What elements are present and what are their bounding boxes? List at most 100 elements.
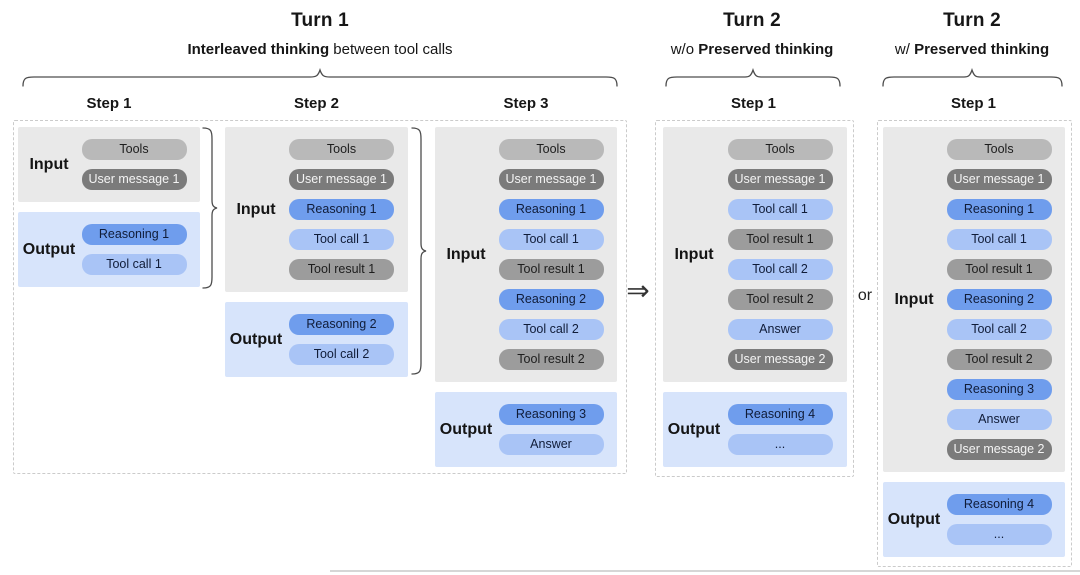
message-pill: Tools: [727, 139, 833, 160]
message-pill: User message 2: [727, 349, 833, 370]
message-pill: Reasoning 1: [289, 199, 394, 220]
turn1-step2-vertical-brace-icon: [411, 127, 427, 375]
message-pill: Tool call 2: [946, 319, 1052, 340]
turn2-with-title: Turn 2: [943, 10, 1001, 31]
turn2-without-title: Turn 2: [723, 10, 781, 31]
message-pill: Tools: [946, 139, 1052, 160]
message-pill: Reasoning 2: [289, 314, 394, 335]
turn1-horizontal-brace-icon: [22, 68, 618, 87]
message-pill: User message 1: [946, 169, 1052, 190]
turn2-without-subtitle-pre: w/o: [670, 41, 699, 58]
message-pill: Tool result 2: [727, 289, 833, 310]
input-label: Input: [446, 245, 486, 263]
turn1-subtitle-bold: Interleaved thinking: [187, 41, 330, 58]
turn1-step1-output-items: Reasoning 1 Tool call 1: [80, 224, 200, 275]
message-pill: Tool result 1: [289, 259, 394, 280]
message-pill: Tool call 1: [81, 254, 187, 275]
message-pill: Reasoning 4: [946, 494, 1052, 515]
turn2-without-subtitle-bold: Preserved thinking: [698, 41, 834, 58]
message-pill: Tools: [289, 139, 394, 160]
message-pill: Tools: [81, 139, 187, 160]
message-pill: Tool call 2: [727, 259, 833, 280]
implies-arrow-icon: ⇒: [626, 275, 650, 306]
message-pill: Reasoning 2: [946, 289, 1052, 310]
turn2-without-subtitle: w/o Preserved thinking: [652, 41, 852, 58]
message-pill: Answer: [946, 409, 1052, 430]
message-pill: Tool call 2: [498, 319, 604, 340]
message-pill: User message 2: [946, 439, 1052, 460]
turn2-without-header: Turn 2 w/o Preserved thinking: [652, 10, 852, 58]
message-pill: User message 1: [81, 169, 187, 190]
turn2-with-step1-output-box: Output Reasoning 4...: [883, 482, 1065, 557]
message-pill: User message 1: [289, 169, 394, 190]
output-label: Output: [22, 240, 76, 258]
message-pill: Tool result 1: [498, 259, 604, 280]
message-pill: Tool call 1: [289, 229, 394, 250]
message-pill: Tools: [498, 139, 604, 160]
turn1-step2-output-items: Reasoning 2 Tool call 2: [287, 314, 408, 365]
message-pill: ...: [946, 524, 1052, 545]
turn2-with-subtitle-bold: Preserved thinking: [914, 41, 1050, 58]
input-label: Input: [674, 245, 714, 263]
message-pill: Answer: [727, 319, 833, 340]
turn1-step2-label: Step 2: [293, 95, 339, 112]
turn1-step1-vertical-brace-icon: [202, 127, 218, 289]
message-pill: Reasoning 1: [81, 224, 187, 245]
output-label: Output: [887, 510, 941, 528]
turn2-without-step1-output-items: Reasoning 4...: [725, 404, 847, 455]
turn2-without-step1-label: Step 1: [730, 95, 776, 112]
input-label: Input: [29, 155, 69, 173]
turn2-without-step1-output-box: Output Reasoning 4...: [663, 392, 847, 467]
message-pill: Reasoning 3: [946, 379, 1052, 400]
turn1-header: Turn 1 Interleaved thinking between tool…: [20, 10, 620, 58]
turn1-step3-label: Step 3: [503, 95, 549, 112]
turn1-title: Turn 1: [291, 10, 349, 31]
message-pill: Tool result 2: [946, 349, 1052, 370]
message-pill: Tool result 1: [946, 259, 1052, 280]
message-pill: Reasoning 2: [498, 289, 604, 310]
turn1-subtitle-post: between tool calls: [329, 41, 453, 58]
message-pill: Reasoning 1: [498, 199, 604, 220]
input-label: Input: [236, 200, 276, 218]
message-pill: Reasoning 3: [498, 404, 604, 425]
message-pill: Reasoning 1: [946, 199, 1052, 220]
output-label: Output: [229, 330, 283, 348]
turn2-with-header: Turn 2 w/ Preserved thinking: [872, 10, 1072, 58]
message-pill: Tool call 1: [946, 229, 1052, 250]
message-pill: Answer: [498, 434, 604, 455]
bottom-edge-line: [330, 570, 1080, 572]
turn1-step3-output-items: Reasoning 3 Answer: [497, 404, 617, 455]
message-pill: Tool call 2: [289, 344, 394, 365]
turn1-step1-label: Step 1: [86, 95, 132, 112]
turn1-step1-output-box: Output Reasoning 1 Tool call 1: [18, 212, 200, 287]
turn1-step2-output-box: Output Reasoning 2 Tool call 2: [225, 302, 408, 377]
turn2-with-horizontal-brace-icon: [882, 68, 1063, 87]
or-text: or: [857, 287, 873, 304]
turn2-with-step1-output-items: Reasoning 4...: [945, 494, 1065, 545]
message-pill: User message 1: [727, 169, 833, 190]
message-pill: Tool call 1: [498, 229, 604, 250]
output-label: Output: [667, 420, 721, 438]
turn2-with-subtitle: w/ Preserved thinking: [872, 41, 1072, 58]
message-pill: Tool call 1: [727, 199, 833, 220]
message-pill: User message 1: [498, 169, 604, 190]
input-label: Input: [894, 290, 934, 308]
message-pill: Tool result 1: [727, 229, 833, 250]
message-pill: ...: [727, 434, 833, 455]
